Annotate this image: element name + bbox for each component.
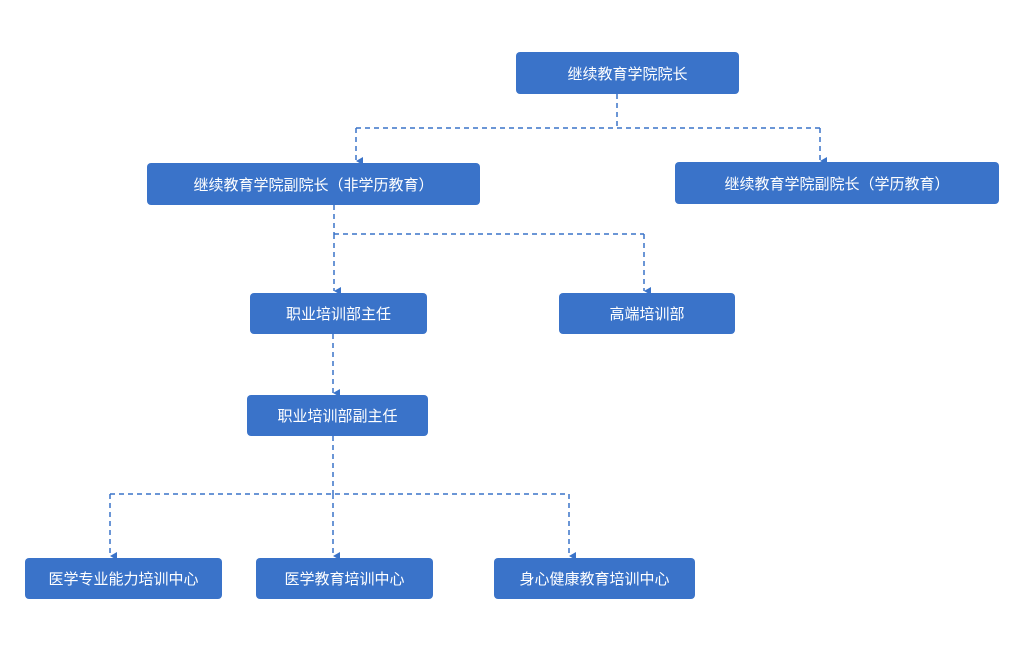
node-vice-dean-degree: 继续教育学院副院长（学历教育）	[675, 162, 999, 204]
node-vocational-director: 职业培训部主任	[250, 293, 427, 334]
node-high-end-training: 高端培训部	[559, 293, 735, 334]
node-medical-education-center: 医学教育培训中心	[256, 558, 433, 599]
node-vocational-deputy-director: 职业培训部副主任	[247, 395, 428, 436]
node-health-education-center: 身心健康教育培训中心	[494, 558, 695, 599]
node-vice-dean-non-degree: 继续教育学院副院长（非学历教育）	[147, 163, 480, 205]
node-medical-skills-center: 医学专业能力培训中心	[25, 558, 222, 599]
node-dean: 继续教育学院院长	[516, 52, 739, 94]
